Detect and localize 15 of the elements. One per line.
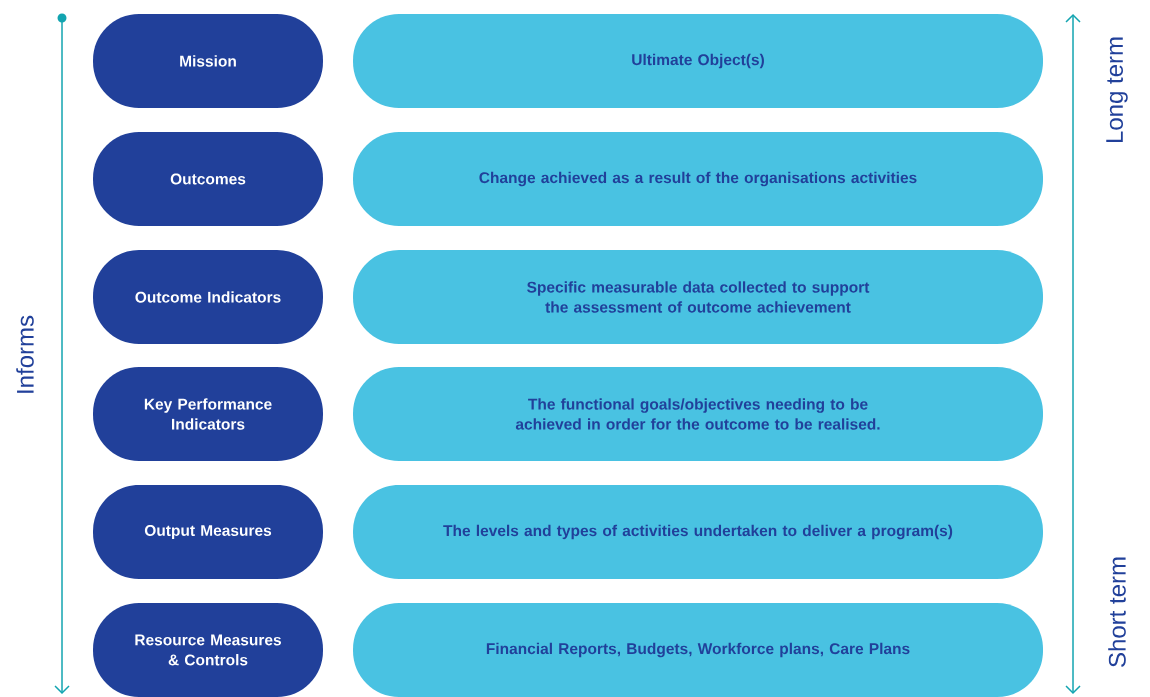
term-pill: Mission — [93, 14, 323, 108]
term-pill: Outcomes — [93, 132, 323, 226]
description-pill: Ultimate Object(s) — [353, 14, 1043, 108]
description-pill: The levels and types of activities undertaken to deliver a program(s) — [353, 485, 1043, 579]
description-pill: Specific measurable data collected to support the assessment of outcome achievement — [353, 250, 1043, 344]
term-pill: Output Measures — [93, 485, 323, 579]
description-pill: The functional goals/objectives needing to be achieved in order for the outcome to be realised. — [353, 367, 1043, 461]
side-label: Informs — [16, 315, 34, 393]
description-pill: Financial Reports, Budgets, Workforce plans, Care Plans — [353, 603, 1043, 697]
term-pill: Resource Measures & Controls — [93, 603, 323, 697]
side-label: Long term — [1106, 37, 1128, 143]
side-label: Short term — [1108, 557, 1126, 667]
term-pill: Outcome Indicators — [93, 250, 323, 344]
term-pill: Key Performance Indicators — [93, 367, 323, 461]
description-pill: Change achieved as a result of the organisations activities — [353, 132, 1043, 226]
